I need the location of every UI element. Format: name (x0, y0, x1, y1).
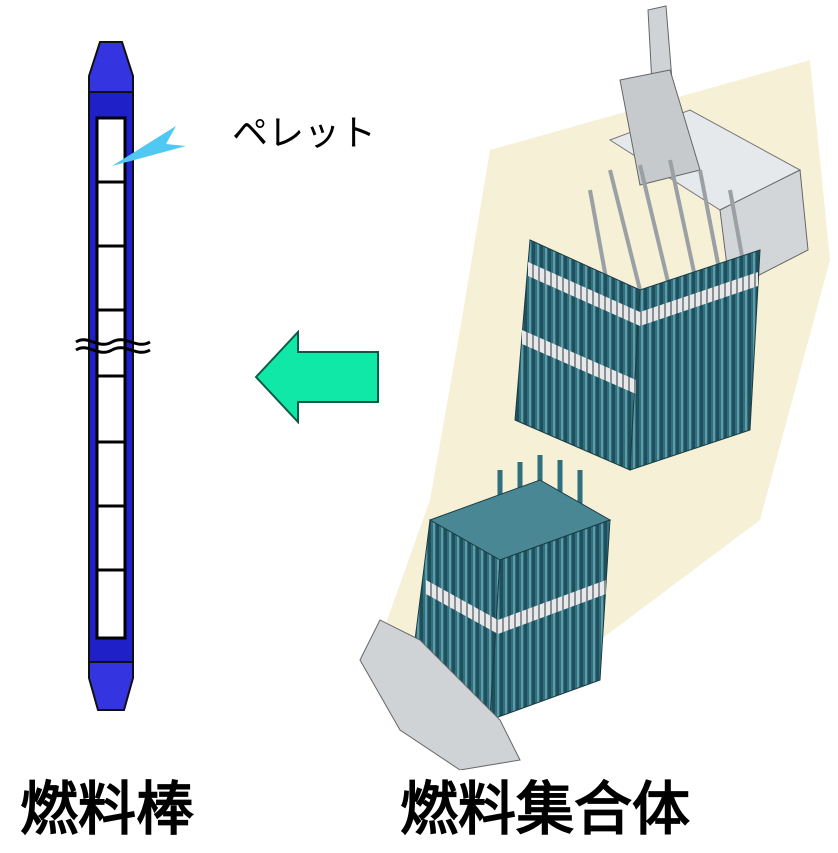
pellet-stack (95, 116, 127, 640)
bottom-nozzle (359, 619, 521, 770)
upper-grid-1 (528, 262, 640, 326)
rod-bottom-cap (88, 661, 134, 711)
fuel-assembly-label: 燃料集合体 (400, 775, 691, 843)
break-mark-icon (75, 338, 151, 354)
upper-grid-3 (640, 272, 758, 326)
rod-top-cap (88, 41, 134, 93)
left-arrow-icon (254, 330, 379, 424)
fuel-rod-diagram (75, 41, 151, 711)
fuel-rod-label: 燃料棒 (20, 775, 195, 843)
upper-grid-2 (522, 330, 636, 394)
lower-grid-2 (498, 580, 606, 634)
fuel-assembly-illustration (359, 5, 830, 770)
lower-bundle-right-face (489, 519, 611, 721)
pellet-label: ペレット (232, 113, 377, 154)
pellet-arrow-icon (112, 126, 186, 166)
lower-grid-1 (426, 580, 498, 634)
